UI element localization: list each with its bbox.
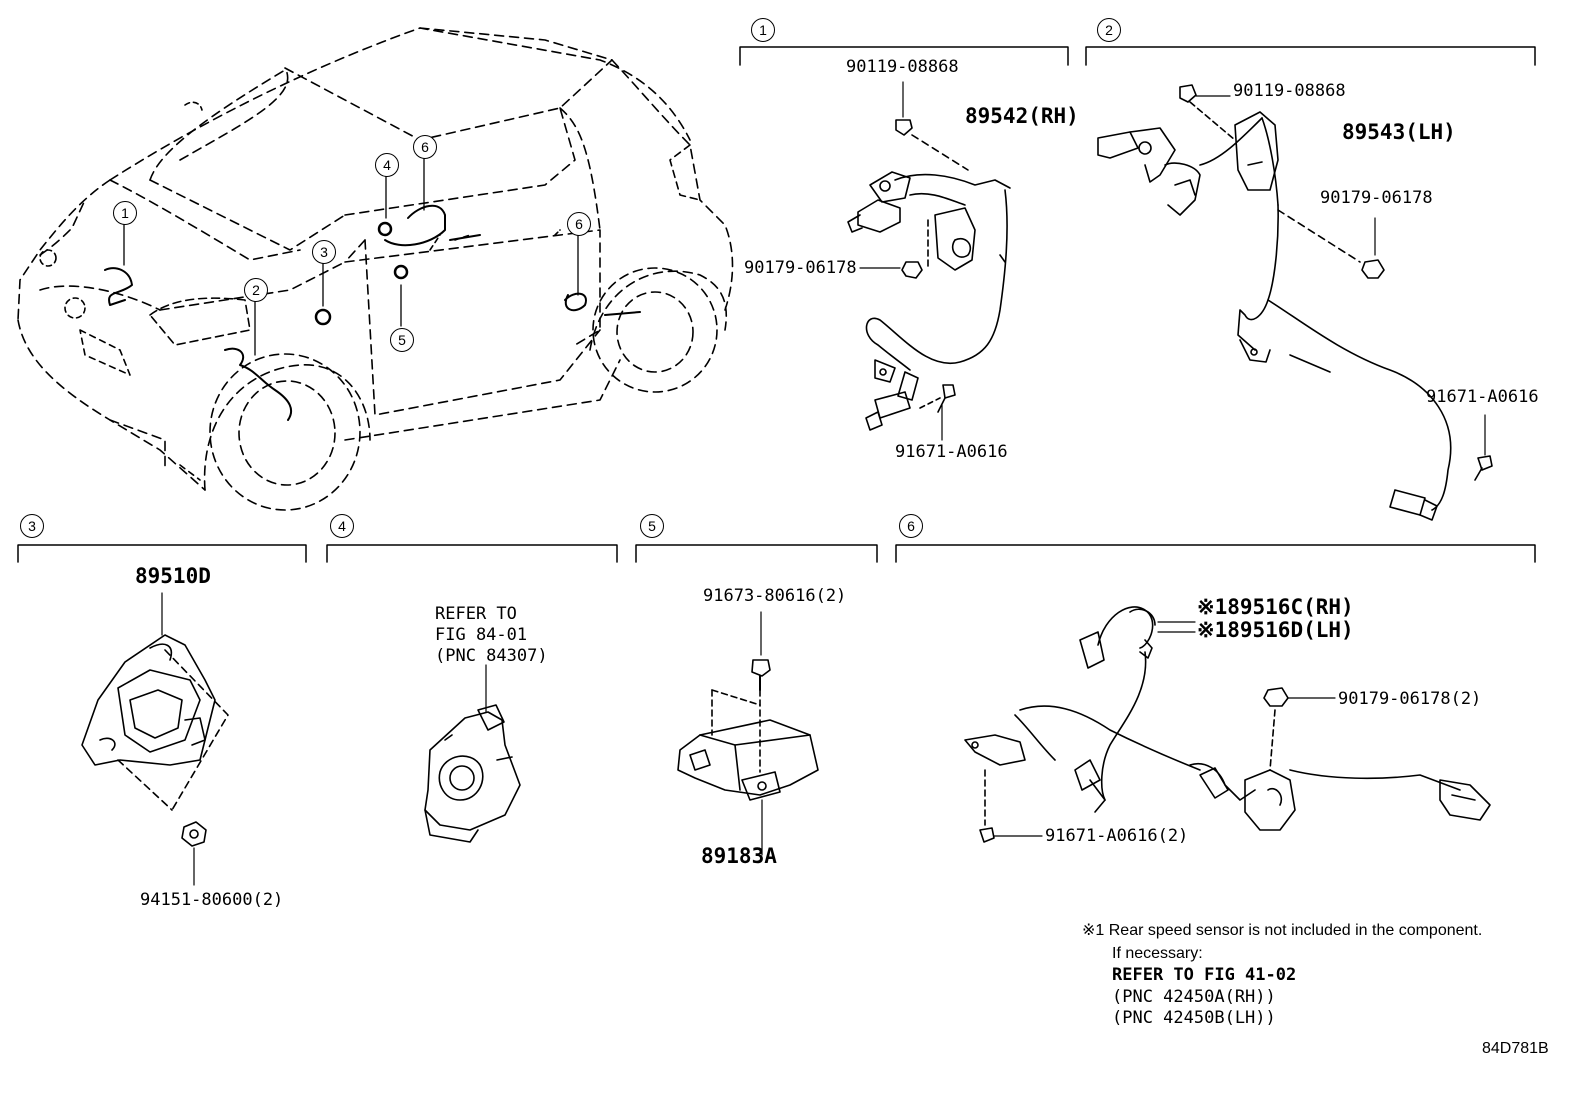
section-6-callout: 6 xyxy=(899,514,923,538)
vehicle-callout-leaders xyxy=(123,157,579,356)
section4-art xyxy=(424,664,521,843)
refer-to-label: REFER TO xyxy=(435,604,517,624)
callout-3-car: 3 xyxy=(312,240,336,264)
footnote-pnc-42450a: (PNC 42450A(RH)) xyxy=(1112,987,1276,1007)
part-89543-lh[interactable]: 89543(LH) xyxy=(1342,120,1456,144)
part-94151-80600[interactable]: 94151-80600(2) xyxy=(140,890,284,910)
part-89542-rh[interactable]: 89542(RH) xyxy=(965,104,1079,128)
section-brackets xyxy=(17,46,1536,563)
callout-1-car: 1 xyxy=(113,201,137,225)
part-91671-a0616-s2[interactable]: 91671-A0616 xyxy=(1426,387,1539,407)
vehicle-sensor-wiring xyxy=(104,204,641,421)
footnote-line-1: ※1 Rear speed sensor is not included in … xyxy=(1082,922,1483,939)
part-90179-06178-s2[interactable]: 90179-06178 xyxy=(1320,188,1433,208)
part-90119-08868-s2[interactable]: 90119-08868 xyxy=(1233,81,1346,101)
callout-6-car-front: 6 xyxy=(413,135,437,159)
part-89510d[interactable]: 89510D xyxy=(135,564,211,588)
section6-art xyxy=(964,606,1491,843)
figure-code: 84D781B xyxy=(1482,1040,1549,1057)
callout-2-car: 2 xyxy=(244,278,268,302)
footnote-refer-fig-41-02-link[interactable]: REFER TO FIG 41-02 xyxy=(1112,965,1297,985)
section5-art xyxy=(677,611,819,856)
section-1-callout: 1 xyxy=(751,18,775,42)
part-91673-80616[interactable]: 91673-80616(2) xyxy=(703,586,847,606)
refer-fig-84-01-link[interactable]: FIG 84-01 xyxy=(435,625,528,645)
section-5-callout: 5 xyxy=(640,514,664,538)
part-91671-a0616-s1[interactable]: 91671-A0616 xyxy=(895,442,1008,462)
section1-art xyxy=(847,81,1011,441)
part-91671-a0616-s6[interactable]: 91671-A0616(2) xyxy=(1045,826,1189,846)
section2-art xyxy=(1097,84,1493,521)
part-90179-06178-s1[interactable]: 90179-06178 xyxy=(744,258,857,278)
footnote-line-2: If necessary: xyxy=(1112,945,1203,962)
callout-4-car: 4 xyxy=(375,153,399,177)
part-89516d-lh[interactable]: ※189516D(LH) xyxy=(1197,618,1354,642)
section3-art xyxy=(81,592,229,886)
part-89516c-rh[interactable]: ※189516C(RH) xyxy=(1197,595,1354,619)
part-90119-08868-s1[interactable]: 90119-08868 xyxy=(846,57,959,77)
vehicle-outline xyxy=(17,27,734,511)
refer-pnc-84307: (PNC 84307) xyxy=(435,646,548,666)
callout-6-car-rear: 6 xyxy=(567,212,591,236)
callout-5-car: 5 xyxy=(390,328,414,352)
section-2-callout: 2 xyxy=(1097,18,1121,42)
section-3-callout: 3 xyxy=(20,514,44,538)
part-89183a[interactable]: 89183A xyxy=(701,844,777,868)
footnote-pnc-42450b: (PNC 42450B(LH)) xyxy=(1112,1008,1276,1028)
section-4-callout: 4 xyxy=(330,514,354,538)
part-90179-06178-s6[interactable]: 90179-06178(2) xyxy=(1338,689,1482,709)
